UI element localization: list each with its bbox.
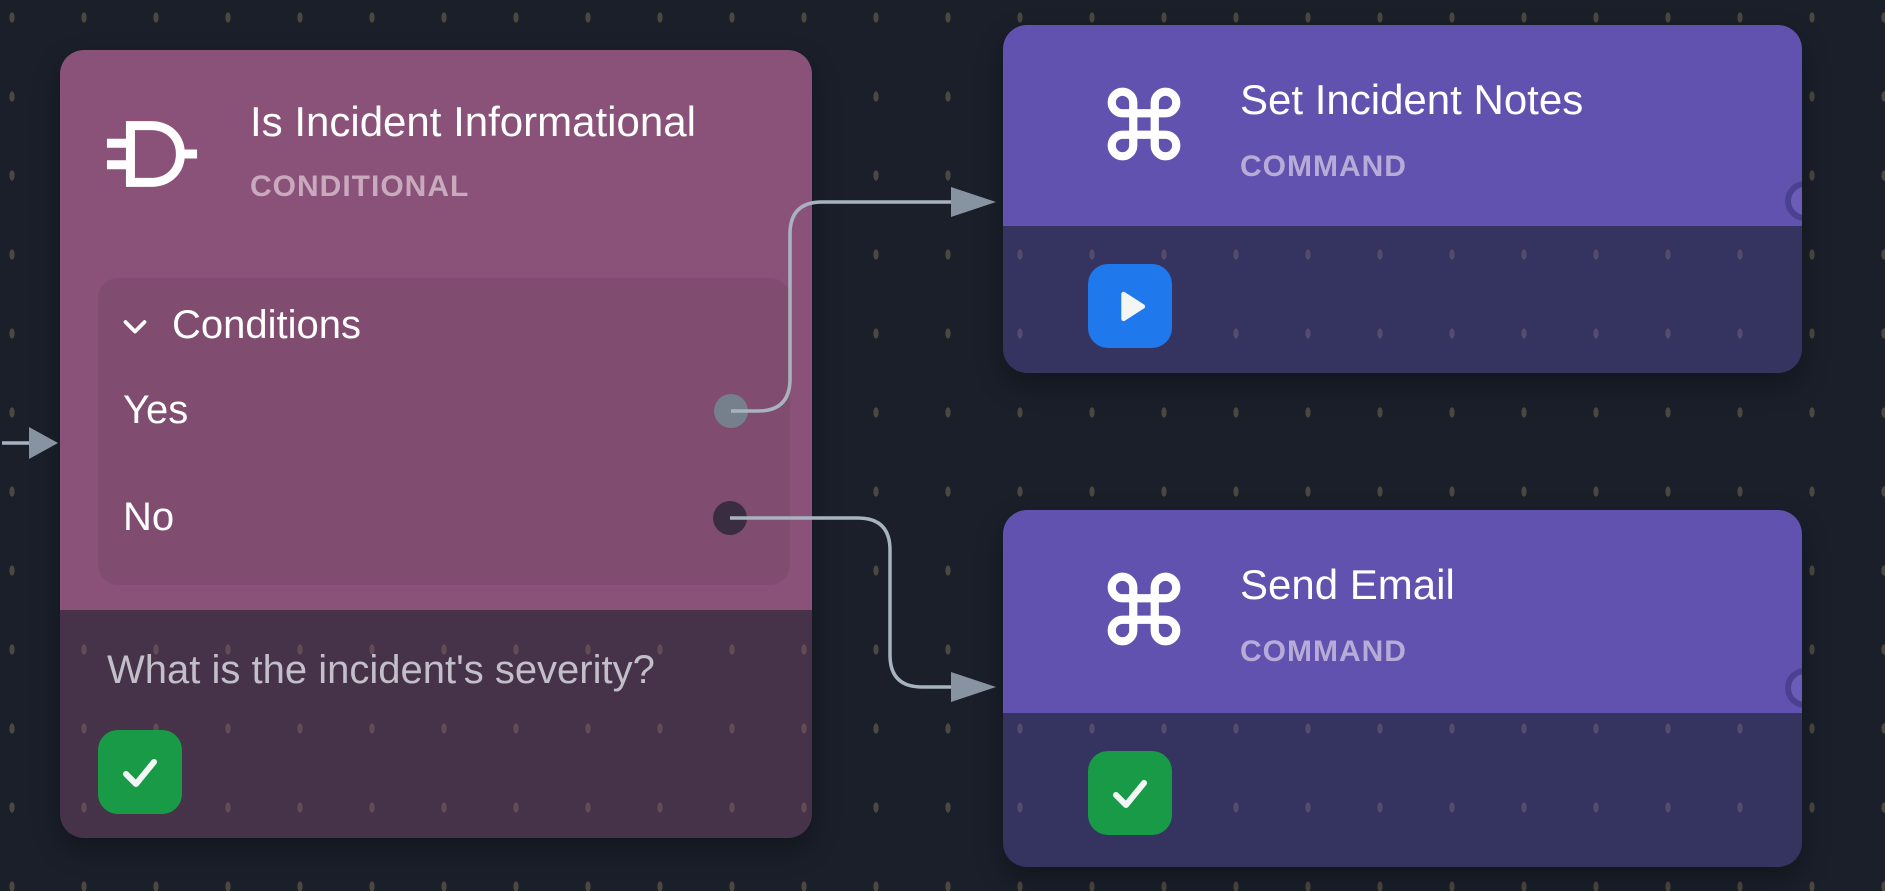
conditions-panel: Conditions Yes No <box>98 278 790 585</box>
arrow-right-icon <box>951 672 996 702</box>
command-icon <box>1107 87 1181 161</box>
conditions-title: Conditions <box>172 303 362 347</box>
run-step-button[interactable] <box>1088 264 1172 348</box>
node-set-incident-notes[interactable]: Set Incident Notes COMMAND <box>1003 25 1802 373</box>
node-conditional-footer <box>60 610 812 838</box>
node-footer-content <box>1003 713 1802 867</box>
node-send-email[interactable]: Send Email COMMAND <box>1003 510 1802 867</box>
node-type-label: CONDITIONAL <box>250 170 470 203</box>
node-conditional-header <box>60 50 812 610</box>
port-yes-output[interactable] <box>714 394 748 428</box>
arrow-right-icon <box>951 187 996 217</box>
port-next-output[interactable] <box>1785 668 1802 708</box>
node-title: Send Email <box>1240 561 1455 608</box>
status-badge-success <box>98 730 182 814</box>
node-title: Is Incident Informational <box>250 98 696 145</box>
branch-yes-label: Yes <box>123 388 189 432</box>
node-type-label: COMMAND <box>1240 635 1407 668</box>
node-type-label: COMMAND <box>1240 150 1407 183</box>
command-icon <box>1107 572 1181 646</box>
node-footer-content <box>1003 226 1802 373</box>
edge-incoming <box>2 427 58 459</box>
logic-gate-icon <box>106 121 198 187</box>
port-no-output[interactable] <box>713 501 747 535</box>
play-icon <box>1121 291 1146 322</box>
status-badge-success <box>1088 751 1172 835</box>
chevron-down-icon <box>123 319 147 333</box>
node-title: Set Incident Notes <box>1240 76 1584 123</box>
conditions-header[interactable]: Conditions <box>116 303 361 348</box>
condition-question-text: What is the incident's severity? <box>107 648 655 692</box>
branch-no-label: No <box>123 495 175 539</box>
node-conditional[interactable]: Is Incident Informational CONDITIONAL Co… <box>60 50 812 838</box>
check-icon <box>123 759 157 787</box>
arrow-right-icon <box>29 427 58 459</box>
port-next-output[interactable] <box>1785 181 1802 221</box>
check-icon <box>1113 780 1147 808</box>
